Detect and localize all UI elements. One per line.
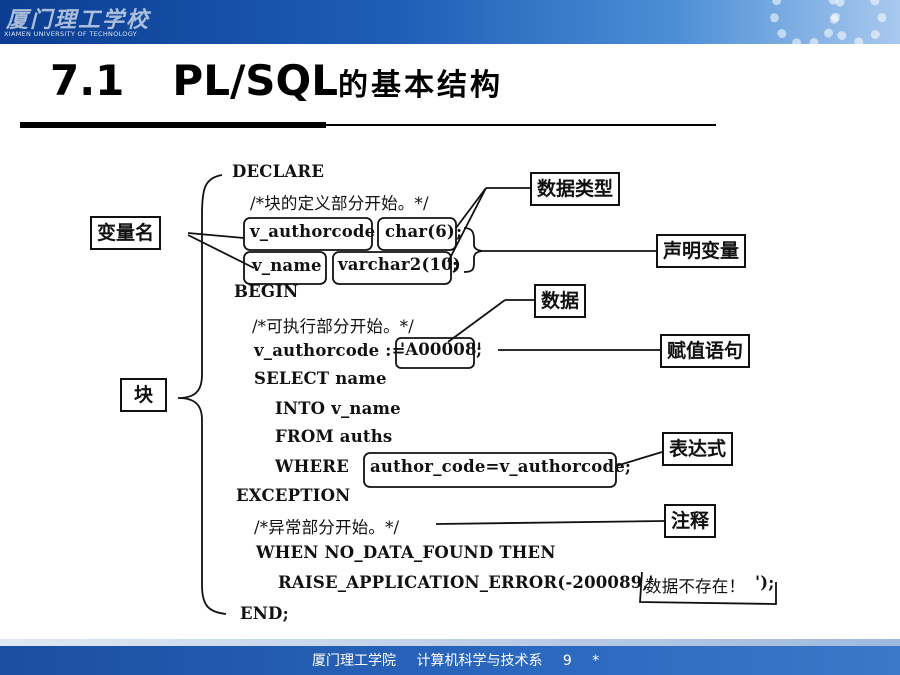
semicolon-3: ; (476, 340, 483, 359)
footer-department: 计算机科学与技术系 (416, 653, 543, 669)
footer-page-number: 9 (562, 653, 572, 669)
label-comment: 注释 (664, 504, 717, 538)
raise-end: '); (755, 573, 775, 592)
footer: 厦门理工学院 计算机科学与技术系 9 * (312, 650, 615, 670)
keyword-exception: EXCEPTION (236, 486, 351, 505)
title-suffix: 的基本结构 (338, 68, 504, 103)
footer-marker: * (592, 653, 600, 669)
school-logo-english: XIAMEN UNIVERSITY OF TECHNOLOGY (4, 30, 138, 38)
where-keyword: WHERE (275, 457, 349, 476)
label-data: 数据 (534, 284, 587, 318)
title-underline-thin (326, 124, 716, 126)
var2-box (243, 251, 327, 285)
label-variable-name: 变量名 (90, 216, 162, 250)
type2-box (332, 251, 452, 285)
comment-declare: /*块的定义部分开始。*/ (250, 194, 429, 213)
gear-decoration-icon (830, 0, 886, 44)
from-clause: FROM auths (275, 427, 393, 446)
type-varchar2: varchar2(10) (338, 255, 461, 274)
section-number: 7.1 (50, 56, 125, 105)
school-logo-text: 厦门理工学校 (6, 7, 151, 33)
select-clause: SELECT name (254, 369, 387, 388)
raise-bracket (639, 571, 777, 605)
label-data-type: 数据类型 (530, 172, 621, 206)
label-declare-variable: 声明变量 (656, 234, 747, 268)
var-authorcode: v_authorcode (250, 222, 376, 241)
label-expression: 表达式 (662, 432, 734, 466)
var-name: v_name (252, 256, 322, 275)
assign-left: v_authorcode := (254, 341, 406, 360)
header-band: 厦门理工学校 XIAMEN UNIVERSITY OF TECHNOLOGY (0, 0, 900, 44)
title-underline-thick (20, 122, 326, 128)
when-clause: WHEN NO_DATA_FOUND THEN (256, 543, 556, 562)
var1-box (243, 217, 373, 251)
page-title: 7.1 PL/SQL的基本结构 (50, 56, 503, 105)
assign-value: 'A00008' (400, 340, 482, 359)
keyword-declare: DECLARE (232, 162, 325, 181)
raise-message: 数据不存在！ (645, 577, 746, 596)
label-assignment: 赋值语句 (660, 334, 751, 368)
keyword-end: END; (240, 604, 289, 623)
raise-call: RAISE_APPLICATION_ERROR(-200089,' (278, 573, 654, 592)
block-brace (177, 174, 227, 615)
footer-strip (0, 639, 900, 646)
semicolon-2: ; (452, 255, 459, 274)
declare-brace (463, 227, 483, 273)
label-block: 块 (120, 378, 168, 412)
footer-band (0, 646, 900, 675)
comment-exec: /*可执行部分开始。*/ (252, 317, 415, 336)
footer-institution: 厦门理工学院 (312, 653, 396, 669)
type-char6: char(6) (385, 222, 455, 241)
into-clause: INTO v_name (275, 399, 401, 418)
assign-value-box (395, 337, 475, 369)
comment-exception: /*异常部分开始。*/ (254, 518, 400, 537)
title-keyword: PL/SQL (172, 56, 339, 105)
condition-box (363, 452, 617, 488)
keyword-begin: BEGIN (234, 282, 299, 301)
type1-box (377, 217, 457, 251)
where-condition: author_code=v_authorcode; (370, 457, 632, 476)
semicolon-1: ; (456, 222, 463, 241)
